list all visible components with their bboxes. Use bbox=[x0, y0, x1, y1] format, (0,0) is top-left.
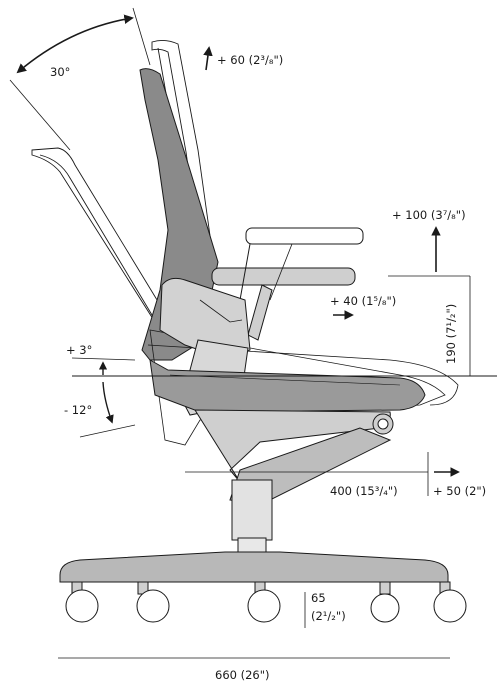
five-star-base bbox=[59, 551, 449, 583]
arm-depth-label: + 40 (1⁵/₈") bbox=[330, 294, 397, 308]
caster-height-inch: (2¹/₂") bbox=[311, 609, 346, 623]
seat-tilt-up-label: + 3° bbox=[66, 343, 93, 357]
caster-height-value: 65 bbox=[311, 591, 326, 605]
arm-height-label: + 100 (3⁷/₈") bbox=[392, 208, 466, 222]
base-width-label: 660 (26") bbox=[215, 668, 270, 682]
reclined-backrest-outline bbox=[31, 147, 169, 331]
recline-arc bbox=[9, 7, 151, 151]
recline-angle-label: 30° bbox=[50, 65, 71, 79]
seat-depth-adjust-label: + 50 (2") bbox=[433, 484, 487, 498]
arm-range-label: 190 (7¹/₂") bbox=[444, 303, 458, 364]
casters bbox=[65, 581, 467, 623]
seat-tilt-down-label: - 12° bbox=[64, 403, 93, 417]
back-height-label: + 60 (2³/₈") bbox=[217, 53, 284, 67]
armrest bbox=[211, 227, 364, 341]
dimension-lines bbox=[58, 46, 497, 659]
gas-column bbox=[231, 479, 273, 559]
seat-depth-label: 400 (15³/₄") bbox=[330, 484, 398, 498]
seat-cushion bbox=[149, 359, 426, 413]
